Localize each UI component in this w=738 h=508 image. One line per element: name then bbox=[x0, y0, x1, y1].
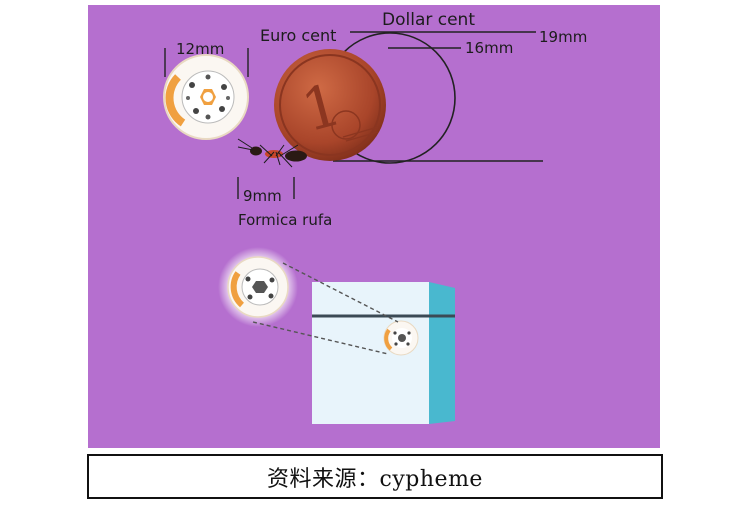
label-euro-cent: Euro cent bbox=[260, 26, 336, 45]
bracket-9mm bbox=[237, 177, 295, 199]
label-19mm: 19mm bbox=[539, 28, 587, 46]
euro-cent-coin: 1 bbox=[274, 49, 386, 161]
caption-box: 资料来源：cypheme bbox=[87, 454, 663, 499]
illustration-panel: 1 bbox=[88, 5, 660, 448]
bracket-12mm bbox=[164, 48, 249, 77]
zoom-lines bbox=[252, 262, 399, 355]
size-comparison-illustration: 1 bbox=[163, 10, 587, 424]
glowing-security-tag bbox=[218, 247, 298, 327]
label-ant-species: Formica rufa bbox=[238, 211, 332, 229]
security-tag-12mm bbox=[163, 54, 249, 140]
label-dollar-cent: Dollar cent bbox=[382, 10, 475, 30]
label-12mm: 12mm bbox=[176, 40, 224, 58]
tag-on-box bbox=[383, 320, 419, 356]
ant-formica-rufa bbox=[237, 138, 307, 168]
label-16mm: 16mm bbox=[465, 39, 513, 57]
label-9mm: 9mm bbox=[243, 187, 282, 205]
source-caption: 资料来源：cypheme bbox=[267, 466, 483, 492]
